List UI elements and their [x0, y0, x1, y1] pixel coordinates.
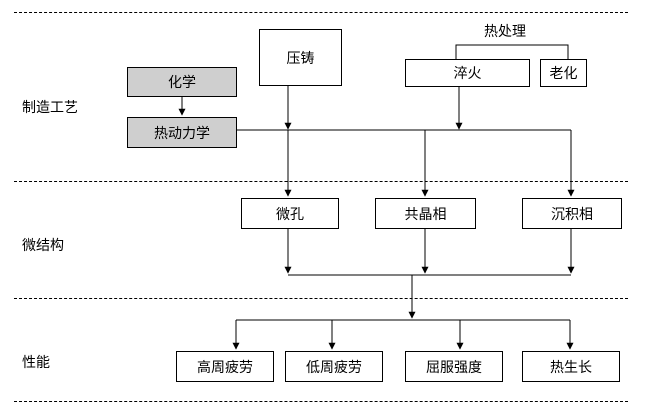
node-yield-strength: 屈服强度	[405, 351, 503, 382]
section-label-properties: 性能	[22, 355, 50, 371]
section-label-process: 制造工艺	[22, 100, 78, 116]
separator-bottom	[14, 401, 628, 402]
bracket-heat-treatment	[455, 44, 569, 59]
heat-treatment-title: 热处理	[484, 24, 526, 40]
node-quenching: 淬火	[405, 59, 530, 87]
node-thermodynamics: 热动力学	[127, 117, 237, 148]
node-precipitate-phase: 沉积相	[522, 198, 622, 229]
node-porosity: 微孔	[241, 198, 339, 229]
separator-top	[14, 12, 628, 13]
node-high-cycle-fatigue: 高周疲劳	[176, 351, 274, 382]
section-label-microstructure: 微结构	[22, 238, 64, 254]
node-low-cycle-fatigue: 低周疲劳	[285, 351, 383, 382]
separator-microstructure-properties	[14, 298, 628, 299]
node-eutectic-phase: 共晶相	[375, 198, 476, 229]
node-thermal-growth: 热生长	[522, 351, 620, 382]
separator-process-microstructure	[14, 181, 628, 182]
node-die-casting: 压铸	[259, 29, 342, 86]
node-aging: 老化	[540, 59, 587, 87]
node-chemistry: 化学	[127, 67, 237, 97]
